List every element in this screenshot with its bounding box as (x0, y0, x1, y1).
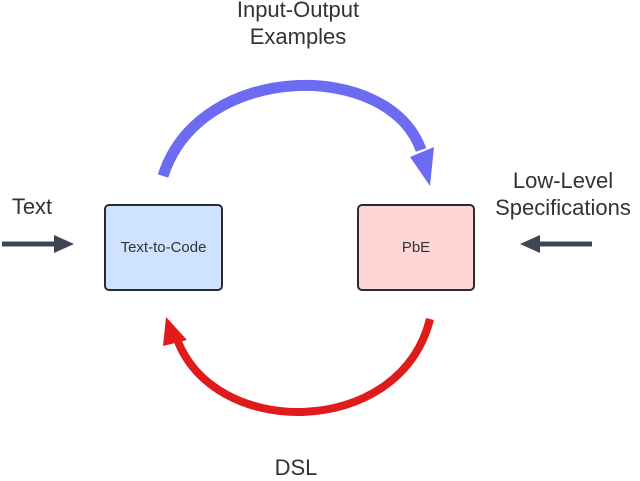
bottom-arrow-head (163, 317, 187, 346)
dsl-label: DSL (256, 454, 336, 481)
input-output-examples-label: Input-Output Examples (188, 0, 408, 50)
text-input-label: Text (2, 193, 62, 220)
input-output-line1: Input-Output (236, 0, 360, 22)
low-level-line2: Specifications (495, 195, 631, 220)
pbe-box: PbE (357, 204, 475, 291)
right-input-arrow-head (520, 235, 540, 253)
input-output-line2: Examples (249, 24, 347, 49)
dsl-label-text: DSL (274, 455, 318, 480)
low-level-line1: Low-Level (512, 168, 614, 193)
low-level-specifications-label: Low-Level Specifications (486, 167, 640, 221)
text-input-label-text: Text (11, 194, 53, 219)
top-curved-arrow (157, 79, 427, 178)
text-to-code-box: Text-to-Code (104, 204, 223, 291)
pbe-label: PbE (401, 239, 431, 256)
left-input-arrow-head (54, 235, 74, 253)
bottom-curved-arrow (172, 318, 434, 416)
text-to-code-label: Text-to-Code (120, 239, 207, 256)
top-arrow-head (410, 147, 434, 186)
